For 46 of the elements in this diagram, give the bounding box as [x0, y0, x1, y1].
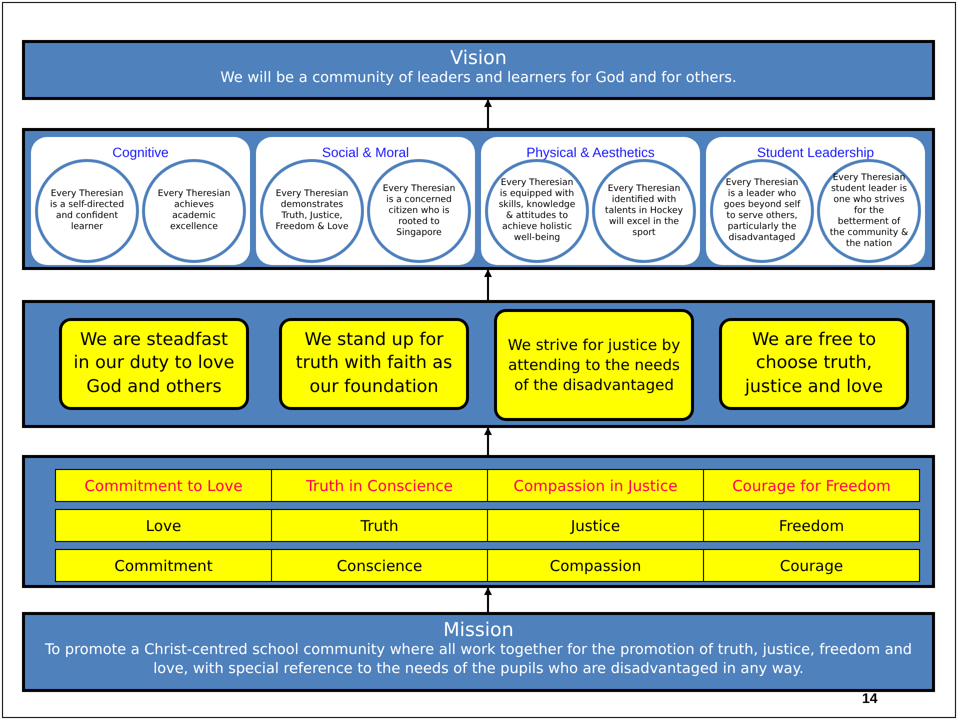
goal-circle: Every Theresian student leader is one who strives for the betterment of the community & the nation	[817, 159, 921, 263]
value-cell: Freedom	[703, 509, 920, 542]
arrow	[484, 587, 492, 612]
value-cell: Conscience	[271, 549, 488, 582]
arrow	[484, 99, 492, 128]
category-panel	[481, 137, 700, 265]
value-cell: Commitment to Love	[55, 469, 272, 502]
goal-circle: Every Theresian demonstrates Truth, Justice, Freedom & Love	[260, 159, 364, 263]
value-cell: Compassion	[487, 549, 704, 582]
category-panel	[706, 137, 925, 265]
goal-circle: Every Theresian is equipped with skills, knowledge & attitudes to achieve holistic well-being	[485, 159, 589, 263]
band-panel	[22, 128, 935, 270]
value-statement-box: We are free to choose truth, justice and love	[719, 318, 909, 410]
goal-circle: Every Theresian is a self-directed and confident learner	[35, 159, 139, 263]
band-panel	[22, 300, 935, 428]
banner-text: We will be a community of leaders and learners for God and for others.	[219, 69, 738, 88]
value-cell: Commitment	[55, 549, 272, 582]
value-cell: Courage	[703, 549, 920, 582]
arrow	[484, 269, 492, 300]
goal-circle: Every Theresian identified with talents in Hockey will excel in the sport	[592, 159, 696, 263]
value-cell: Love	[55, 509, 272, 542]
category-title: Physical & Aesthetics	[525, 145, 656, 160]
goal-circle: Every Theresian is a leader who goes beyond self to serve others, particularly the disadvantaged	[710, 159, 814, 263]
value-statement-box: We stand up for truth with faith as our foundation	[279, 318, 469, 410]
banner-text: To promote a Christ-centred school community where all work together for the promotion of truth, justice, freedom and love, with special reference to the needs of the pupils who are disadvantaged in any way.	[44, 641, 913, 679]
category-panel	[256, 137, 475, 265]
category-panel	[31, 137, 250, 265]
value-cell: Truth in Conscience	[271, 469, 488, 502]
goal-circle: Every Theresian is a concerned citizen who is rooted to Singapore	[367, 159, 471, 263]
statement-banner	[22, 40, 935, 100]
value-cell: Compassion in Justice	[487, 469, 704, 502]
category-title: Cognitive	[111, 145, 170, 160]
value-statement-box: We strive for justice by attending to the needs of the disadvantaged	[494, 309, 694, 421]
banner-heading: Mission	[442, 619, 515, 641]
page-number: 14	[862, 690, 878, 706]
value-cell: Justice	[487, 509, 704, 542]
value-cell: Courage for Freedom	[703, 469, 920, 502]
category-title: Student Leadership	[756, 145, 876, 160]
arrow	[484, 427, 492, 455]
statement-banner	[22, 612, 935, 692]
value-statement-box: We are steadfast in our duty to love God and others	[59, 318, 249, 410]
banner-heading: Vision	[449, 47, 508, 69]
band-panel	[22, 455, 935, 588]
category-title: Social & Moral	[320, 145, 410, 160]
value-cell: Truth	[271, 509, 488, 542]
goal-circle: Every Theresian achieves academic excellence	[142, 159, 246, 263]
